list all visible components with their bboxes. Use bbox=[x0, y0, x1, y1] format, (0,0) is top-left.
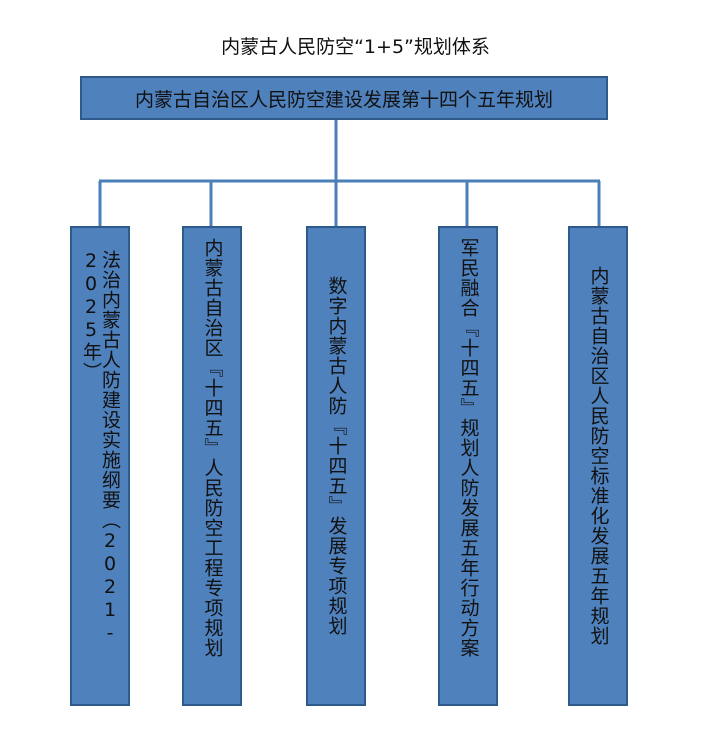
child-node-4: 军民融合『十四五』规划人防发展五年行动方案 bbox=[438, 226, 498, 706]
child-node-5-label: 内蒙古自治区人民防空标准化发展五年规划 bbox=[587, 266, 610, 646]
child-node-4-label: 军民融合『十四五』规划人防发展五年行动方案 bbox=[457, 238, 480, 658]
child-node-1: 法治内蒙古人防建设实施纲要（2021-2025年） bbox=[70, 226, 130, 706]
child-node-2: 内蒙古自治区『十四五』人民防空工程专项规划 bbox=[182, 226, 242, 706]
child-node-3-label: 数字内蒙古人防『十四五』发展专项规划 bbox=[325, 276, 348, 636]
root-node: 内蒙古自治区人民防空建设发展第十四个五年规划 bbox=[80, 76, 608, 120]
child-node-2-label: 内蒙古自治区『十四五』人民防空工程专项规划 bbox=[201, 238, 224, 658]
child-node-3: 数字内蒙古人防『十四五』发展专项规划 bbox=[306, 226, 366, 706]
child-node-1-label: 法治内蒙古人防建设实施纲要（2021-2025年） bbox=[80, 250, 121, 645]
child-node-5: 内蒙古自治区人民防空标准化发展五年规划 bbox=[568, 226, 628, 706]
root-node-label: 内蒙古自治区人民防空建设发展第十四个五年规划 bbox=[134, 88, 553, 111]
diagram-title: 内蒙古人民防空“1+5”规划体系 bbox=[221, 36, 490, 58]
